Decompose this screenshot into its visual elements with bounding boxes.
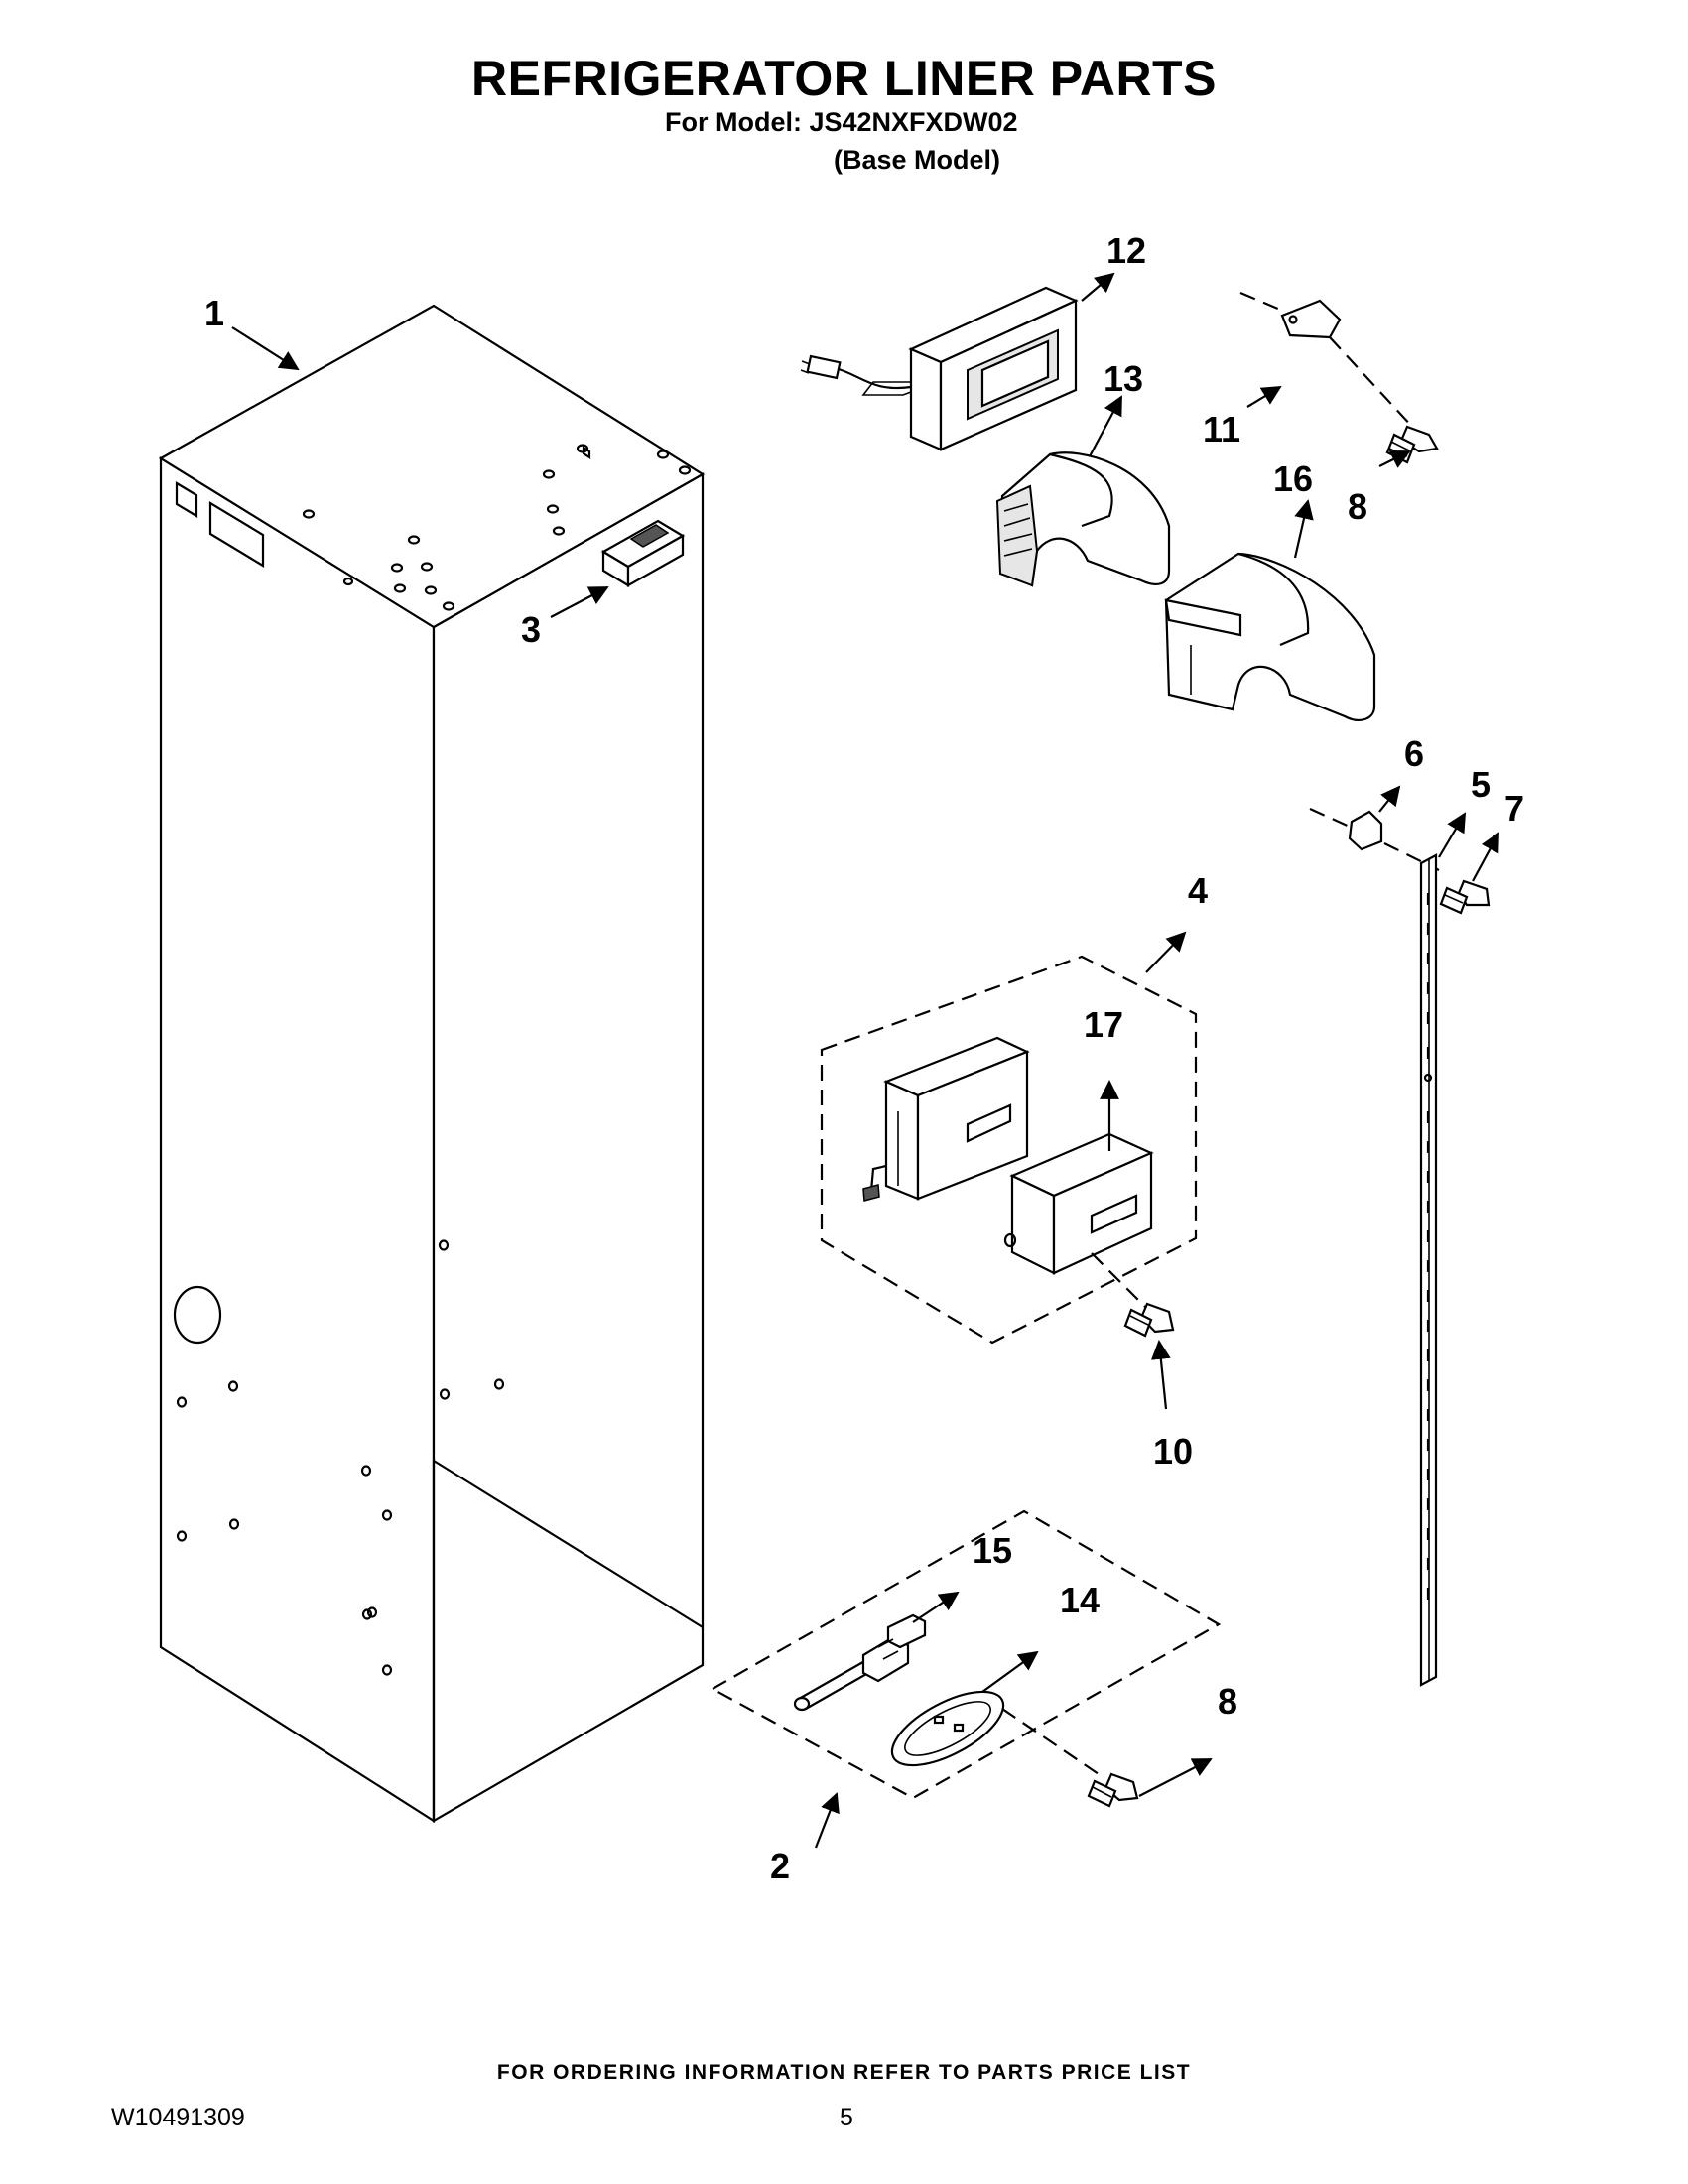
callout-16: 16 [1273, 458, 1313, 499]
part-2-assembly [710, 1509, 1222, 1800]
callout-3: 3 [521, 609, 541, 650]
ordering-note: FOR ORDERING INFORMATION REFER TO PARTS … [496, 2061, 1192, 2084]
callout-6: 6 [1404, 733, 1424, 774]
part-6-clip [1309, 807, 1440, 871]
callout-5: 5 [1471, 764, 1491, 805]
callout-13: 13 [1104, 358, 1143, 399]
part-7-screw [1439, 879, 1491, 915]
callout-7: 7 [1504, 788, 1524, 829]
callout-17: 17 [1084, 1004, 1123, 1045]
callout-10: 10 [1153, 1431, 1193, 1472]
document-number: W10491309 [111, 2104, 245, 2131]
part-13-cover [995, 451, 1171, 587]
callout-12: 12 [1106, 230, 1146, 271]
callout-1: 1 [204, 293, 224, 333]
callout-8-top: 8 [1348, 486, 1367, 527]
base-model-line: (Base Model) [834, 145, 1001, 175]
callout-8-bottom: 8 [1218, 1681, 1237, 1722]
page-number: 5 [840, 2104, 853, 2131]
part-12-housing [800, 286, 1079, 451]
leader-lines [231, 272, 1499, 1849]
part-8-screw-bottom [1087, 1772, 1139, 1808]
callout-4: 4 [1188, 870, 1208, 911]
page-title: REFRIGERATOR LINER PARTS [471, 51, 1217, 106]
part-16-cover [1164, 552, 1376, 721]
callout-2: 2 [770, 1846, 790, 1886]
part-10-screw [1123, 1302, 1175, 1338]
part-4-assembly [820, 955, 1198, 1345]
model-line: For Model: JS42NXFXDW02 [665, 107, 1018, 137]
part-8-screw-top [1385, 425, 1439, 464]
callout-11: 11 [1203, 409, 1240, 450]
callout-14: 14 [1060, 1580, 1100, 1620]
part-5-rail [1419, 853, 1438, 1687]
liner-cabinet [158, 304, 706, 1824]
callout-15: 15 [973, 1530, 1012, 1571]
callout-numbers: 1 2 3 4 5 6 7 8 8 10 11 12 13 14 15 16 1… [204, 230, 1524, 1886]
part-11-bracket [1239, 291, 1415, 430]
